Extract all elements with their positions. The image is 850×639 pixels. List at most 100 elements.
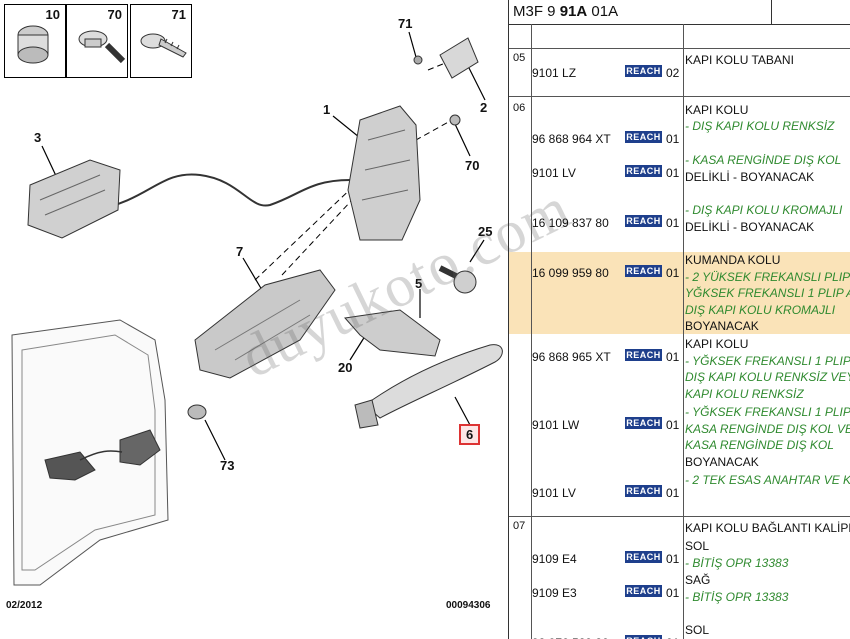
- part-description: - 2 TEK ESAS ANAHTAR VE K: [685, 472, 850, 489]
- diagram-reference: 00094306: [446, 600, 491, 611]
- description-line: SOL: [685, 539, 710, 553]
- quantity: 01: [666, 132, 680, 146]
- description-line: - BİTİŞ OPR 13383: [685, 589, 789, 604]
- callout-25[interactable]: 25: [478, 224, 493, 239]
- quantity: 01: [666, 350, 680, 364]
- part-description: SOL: [685, 622, 850, 639]
- reach-badge: REACH: [625, 635, 662, 639]
- callout-73[interactable]: 73: [220, 458, 235, 473]
- reach-badge: REACH: [625, 165, 662, 177]
- part-number[interactable]: 9109 E3: [532, 586, 577, 600]
- part-number[interactable]: 16 109 837 80: [532, 216, 609, 230]
- part-number[interactable]: 9101 LV: [532, 486, 576, 500]
- part-description: - DIŞ KAPI KOLU RENKSİZ: [685, 118, 850, 135]
- description-line: DIŞ KAPI KOLU KROMAJLI: [685, 302, 836, 317]
- parts-drawing: [11, 31, 503, 586]
- table-header: M3F 9 91A 01A: [509, 0, 850, 25]
- inset-part-71[interactable]: 71: [130, 4, 192, 78]
- description-line: KASA RENGİNDE DIŞ KOL VE: [685, 421, 850, 436]
- part-number[interactable]: 98 076 529 80: [532, 636, 609, 639]
- callout-20[interactable]: 20: [338, 360, 353, 375]
- part-number[interactable]: 16 099 959 80: [532, 266, 609, 280]
- part-description: SAĞ - BİTİŞ OPR 13383: [685, 572, 850, 605]
- description-line: BOYANACAK: [685, 319, 759, 333]
- header-divider: [771, 0, 772, 24]
- callout-3[interactable]: 3: [34, 130, 42, 145]
- part-number[interactable]: 9101 LW: [532, 418, 580, 432]
- exploded-parts-diagram: 10 70 71: [4, 4, 581, 611]
- group-number: 07: [513, 520, 526, 532]
- inset-part-10[interactable]: 10: [4, 4, 66, 78]
- part-description: - DIŞ KAPI KOLU KROMAJLI DELİKLİ - BOYANA…: [685, 202, 850, 235]
- callout-70[interactable]: 70: [465, 158, 480, 173]
- part-description: SOL - BİTİŞ OPR 13383: [685, 538, 850, 571]
- reach-badge: REACH: [625, 265, 662, 277]
- description-line: BOYANACAK: [685, 454, 759, 469]
- reach-badge: REACH: [625, 349, 662, 361]
- quantity: 01: [666, 216, 680, 230]
- description-line: DELİKLİ - BOYANACAK: [685, 169, 815, 184]
- reach-badge: REACH: [625, 65, 662, 77]
- description-line: - YĞKSEK FREKANSLI 1 PLIP: [685, 353, 850, 368]
- description-line: DELİKLİ - BOYANACAK: [685, 219, 815, 234]
- inset-number: 71: [171, 7, 186, 22]
- callout-2[interactable]: 2: [480, 100, 488, 115]
- part-number[interactable]: 9109 E4: [532, 552, 577, 566]
- callout-1[interactable]: 1: [323, 102, 331, 117]
- part-number[interactable]: 9101 LZ: [532, 66, 577, 80]
- callout-7[interactable]: 7: [236, 244, 244, 259]
- self-tapping-screw-icon: [140, 33, 187, 58]
- quantity: 01: [666, 418, 680, 432]
- description-line: - DIŞ KAPI KOLU RENKSİZ: [685, 119, 835, 133]
- description-line: KAPI KOLU TABANI: [685, 53, 794, 67]
- quantity: 01: [666, 552, 680, 566]
- description-line: - 2 YÜKSEK FREKANSLI PLIP: [685, 269, 850, 284]
- part-number[interactable]: 96 868 964 XT: [532, 132, 611, 146]
- quantity: 01: [666, 636, 679, 639]
- group-number: 06: [513, 102, 526, 114]
- quantity: 02: [666, 66, 680, 80]
- callout-6-highlighted[interactable]: 6: [459, 424, 481, 445]
- description-line: - DIŞ KAPI KOLU KROMAJLI: [685, 203, 843, 217]
- reach-badge: REACH: [625, 551, 662, 563]
- push-clip-icon: [17, 25, 49, 64]
- part-description: - YĞKSEK FREKANSLI 1 PLIP KASA RENGİNDE D…: [685, 404, 850, 470]
- description-line: SAĞ: [685, 573, 711, 587]
- description-line: KAPI KOLU RENKSİZ: [685, 386, 804, 401]
- quantity: 01: [666, 166, 680, 180]
- description-line: KAPI KOLU BAĞLANTI KALİPL: [685, 521, 850, 535]
- description-line: KAPI KOLU: [685, 103, 749, 117]
- part-number[interactable]: 96 868 965 XT: [532, 350, 611, 364]
- reach-badge: REACH: [625, 215, 662, 227]
- reach-badge: REACH: [625, 131, 662, 143]
- highlighted-row: [509, 252, 850, 334]
- callout-71[interactable]: 71: [398, 16, 413, 31]
- torx-screw-icon: [78, 30, 126, 64]
- group-divider: [509, 96, 850, 97]
- part-number[interactable]: 9101 LV: [532, 166, 576, 180]
- group-divider: [509, 516, 850, 517]
- callout-5[interactable]: 5: [415, 276, 423, 291]
- description-line: YĞKSEK FREKANSLI 1 PLIP A: [685, 286, 850, 300]
- description-line: - KASA RENGİNDE DIŞ KOL: [685, 153, 842, 167]
- inset-part-70[interactable]: 70: [66, 4, 128, 78]
- part-description: KAPI KOLU BAĞLANTI KALİPL: [685, 520, 850, 537]
- description-line: KAPI KOLU: [685, 337, 749, 351]
- column-divider: [531, 24, 532, 639]
- description-line: - BİTİŞ OPR 13383: [685, 555, 789, 570]
- reach-badge: REACH: [625, 485, 662, 497]
- catalog-reference: M3F 9 91A 01A: [513, 3, 619, 20]
- reach-badge: REACH: [625, 417, 662, 429]
- description-line: - YĞKSEK FREKANSLI 1 PLIP: [685, 405, 850, 419]
- quantity: 01: [666, 486, 680, 500]
- column-divider: [683, 24, 684, 639]
- reach-badge: REACH: [625, 585, 662, 597]
- inset-number: 70: [107, 7, 122, 22]
- part-description: KAPI KOLU: [685, 102, 850, 119]
- part-description: KAPI KOLU TABANI: [685, 52, 850, 69]
- inset-number: 10: [45, 7, 60, 22]
- description-line: KASA RENGİNDE DIŞ KOL: [685, 438, 834, 452]
